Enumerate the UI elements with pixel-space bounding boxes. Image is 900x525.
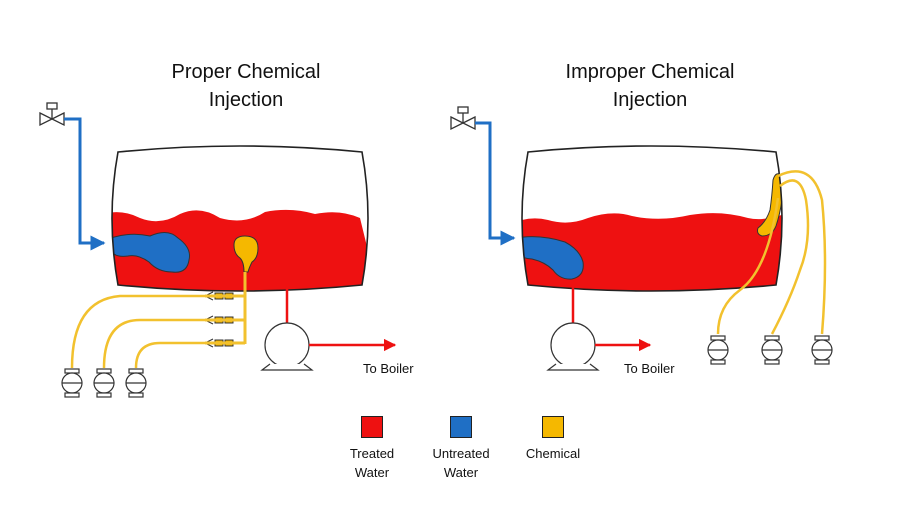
inlet-valve-icon [39,102,65,127]
boiler-feed-pump-icon [546,322,600,371]
to-boiler-label: To Boiler [363,361,414,376]
check-valves-icon [204,291,245,348]
metering-pump-icon [761,335,783,365]
proper-injection-title: Proper Chemical Injection [146,58,346,114]
treated-water [522,212,782,291]
metering-pump-icon [93,368,115,398]
untreated-water-blob [112,232,190,273]
inlet-valve-icon [450,106,476,131]
legend-swatch [361,416,383,438]
legend-label: Chemical [525,446,581,461]
metering-pump-icon [811,335,833,365]
metering-pump-icon [125,368,147,398]
title-line: Improper Chemical [565,61,735,83]
improper-injection-diagram [450,106,833,371]
boiler-feed-pump-icon [260,322,314,371]
legend-label: Treated Water [349,446,395,480]
legend-swatch [450,416,472,438]
untreated-inlet-pipe [475,121,516,246]
title-line: Injection [208,89,284,111]
improper-injection-title: Improper Chemical Injection [540,58,760,114]
chemical-blob [233,235,259,273]
tank [111,145,369,292]
proper-injection-diagram [39,102,397,398]
metering-pump-icon [707,335,729,365]
chemical-injection-lines [716,170,827,335]
untreated-water-blob [522,236,584,280]
chemical-injection-lines [70,272,247,369]
legend-item-chemical: Chemical [508,416,598,463]
legend-item-untreated: Untreated Water [416,416,506,482]
metering-pumps [707,335,833,365]
title-line: Injection [612,89,688,111]
title-line: Proper Chemical [171,61,321,83]
tank [521,145,783,292]
legend-swatch [542,416,564,438]
legend-item-treated: Treated Water [327,416,417,482]
untreated-inlet-pipe [64,117,106,251]
to-boiler-label: To Boiler [624,361,675,376]
metering-pumps [61,368,147,398]
metering-pump-icon [61,368,83,398]
legend-label: Untreated Water [432,446,490,480]
